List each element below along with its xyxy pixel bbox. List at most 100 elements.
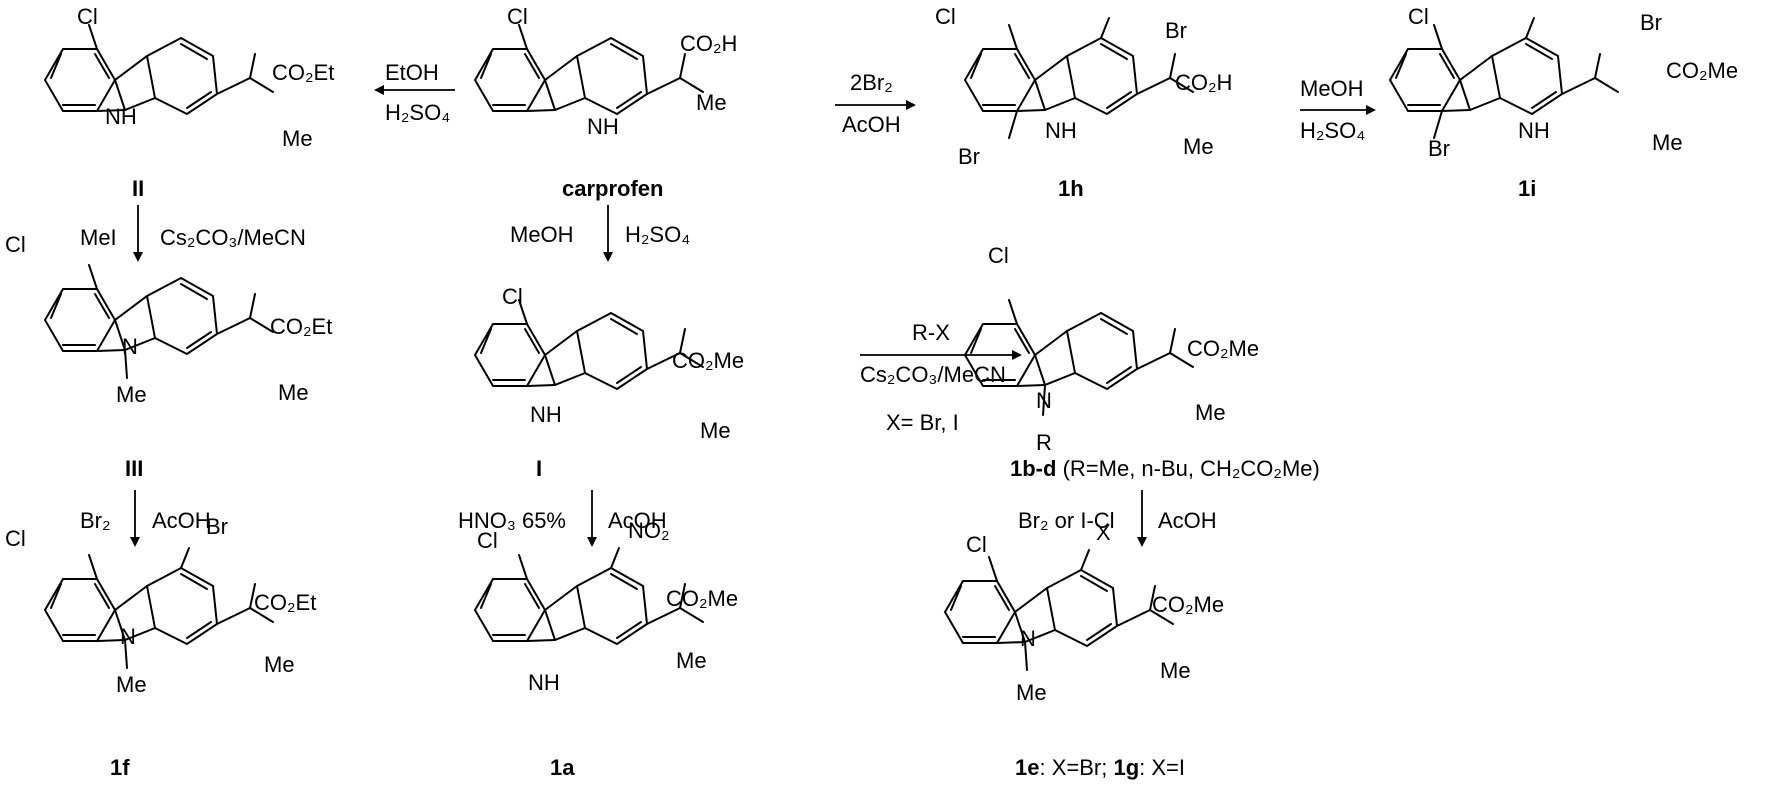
rxn-brominate-III-left: Br₂ — [80, 508, 111, 533]
III-n: N — [122, 334, 138, 359]
1e-label: 1e — [1015, 755, 1039, 780]
compound-1i — [1389, 17, 1619, 139]
1a-no2: NO₂ — [628, 518, 670, 543]
arrow-to-II — [374, 85, 455, 95]
1f-label: 1f — [110, 755, 130, 780]
compound-1h — [964, 17, 1194, 139]
1i-me: Me — [1652, 130, 1683, 155]
1h-br-bottom: Br — [958, 144, 980, 169]
1f-n: N — [120, 624, 136, 649]
compound-III — [44, 264, 274, 379]
rxn-methylate-left: MeI — [80, 225, 117, 250]
1i-side: CO₂Me — [1666, 58, 1738, 83]
III-side: CO₂Et — [270, 314, 332, 339]
II-nh: NH — [105, 104, 137, 129]
1a-cl: Cl — [477, 528, 498, 553]
II-label: II — [132, 176, 144, 201]
carprofen-nh: NH — [587, 114, 619, 139]
carprofen-cl: Cl — [507, 4, 528, 29]
I-nh: NH — [530, 402, 562, 427]
rxn-esterify-me-br-top: MeOH — [1300, 76, 1364, 101]
compound-I — [474, 299, 704, 390]
1i-br-bottom: Br — [1428, 136, 1450, 161]
1b-d-label-rest: (R=Me, n-Bu, CH₂CO₂Me) — [1056, 456, 1319, 481]
arrow-to-1a — [587, 490, 597, 547]
1b-d-label: 1b-d (R=Me, n-Bu, CH₂CO₂Me) — [1010, 456, 1320, 481]
1e-1g-x: X — [1096, 520, 1111, 545]
1b-d-cl: Cl — [988, 243, 1009, 268]
rxn-brominate-acid-top: 2Br₂ — [850, 70, 893, 95]
arrow-to-1i — [1300, 105, 1376, 115]
III-label: III — [125, 456, 143, 481]
rxn-brominate-III-right: AcOH — [152, 508, 211, 533]
arrow-to-1e-1g — [1137, 490, 1147, 547]
rxn-esterify-me-br-bottom: H₂SO₄ — [1300, 118, 1365, 143]
1f-side: CO₂Et — [254, 590, 316, 615]
1f-br: Br — [206, 514, 228, 539]
I-cl: Cl — [502, 284, 523, 309]
carprofen-me: Me — [696, 90, 727, 115]
I-label: I — [536, 456, 542, 481]
II-me: Me — [282, 126, 313, 151]
1h-nh: NH — [1045, 118, 1077, 143]
1e-1g-nme: Me — [1016, 680, 1047, 705]
arrow-to-1h — [835, 100, 916, 110]
compound-1e-1g — [944, 549, 1174, 671]
1i-br-top: Br — [1640, 10, 1662, 35]
II-side: CO₂Et — [272, 60, 334, 85]
rxn-esterify-et-bottom: H₂SO₄ — [385, 100, 450, 125]
arrow-to-III — [133, 205, 143, 262]
1f-me: Me — [264, 652, 295, 677]
1b-d-n: N — [1036, 388, 1052, 413]
rxn-nitrate-right: AcOH — [608, 508, 667, 533]
rxn-esterify-me-right: H₂SO₄ — [625, 222, 690, 247]
1h-me: Me — [1183, 134, 1214, 159]
1a-side: CO₂Me — [666, 586, 738, 611]
II-cl: Cl — [77, 4, 98, 29]
1b-d-label-bold: 1b-d — [1010, 456, 1056, 481]
compound-II — [44, 24, 274, 115]
1h-side: CO₂H — [1175, 70, 1232, 95]
1f-cl: Cl — [5, 526, 26, 551]
1i-cl: Cl — [1408, 4, 1429, 29]
III-cl: Cl — [5, 232, 26, 257]
1b-d-side: CO₂Me — [1187, 336, 1259, 361]
arrow-to-1b-d — [860, 350, 1022, 360]
1i-label: 1i — [1518, 176, 1536, 201]
1e-1g-cl: Cl — [966, 532, 987, 557]
compound-1b-d — [964, 299, 1194, 416]
rxn-esterify-et-top: EtOH — [385, 60, 439, 85]
1e-1g-label: 1e: X=Br; 1g: X=I — [1015, 755, 1185, 780]
1f-nme: Me — [116, 672, 147, 697]
1g-text: : X=I — [1139, 755, 1185, 780]
I-me: Me — [700, 418, 731, 443]
rxn-nitrate-left: HNO₃ 65% — [458, 508, 566, 533]
arrow-to-1f — [130, 490, 140, 547]
compound-1f — [44, 547, 274, 669]
arrow-to-I — [603, 205, 613, 262]
carprofen-label: carprofen — [562, 176, 663, 201]
rxn-brominate-acid-bottom: AcOH — [842, 112, 901, 137]
1b-d-r: R — [1036, 430, 1052, 455]
III-nme: Me — [116, 382, 147, 407]
1i-nh: NH — [1518, 118, 1550, 143]
1e-1g-me: Me — [1160, 658, 1191, 683]
1h-cl: Cl — [935, 4, 956, 29]
1h-label: 1h — [1058, 176, 1084, 201]
1a-label: 1a — [550, 755, 575, 780]
rxn-alkylate-middle: Cs₂CO₃/MeCN — [860, 362, 1006, 387]
rxn-alkylate-top: R-X — [912, 320, 950, 345]
rxn-methylate-right: Cs₂CO₃/MeCN — [160, 225, 306, 250]
1e-1g-n: N — [1020, 626, 1036, 651]
carprofen-side: CO₂H — [680, 31, 737, 56]
1a-me: Me — [676, 648, 707, 673]
compound-carprofen — [474, 24, 704, 115]
rxn-halogenate-right: AcOH — [1158, 508, 1217, 533]
1e-1g-side: CO₂Me — [1152, 592, 1224, 617]
1e-text: : X=Br; — [1039, 755, 1113, 780]
I-side: CO₂Me — [672, 348, 744, 373]
rxn-alkylate-bottom: X= Br, I — [886, 410, 959, 435]
compound-1a — [474, 547, 704, 645]
III-me: Me — [278, 380, 309, 405]
